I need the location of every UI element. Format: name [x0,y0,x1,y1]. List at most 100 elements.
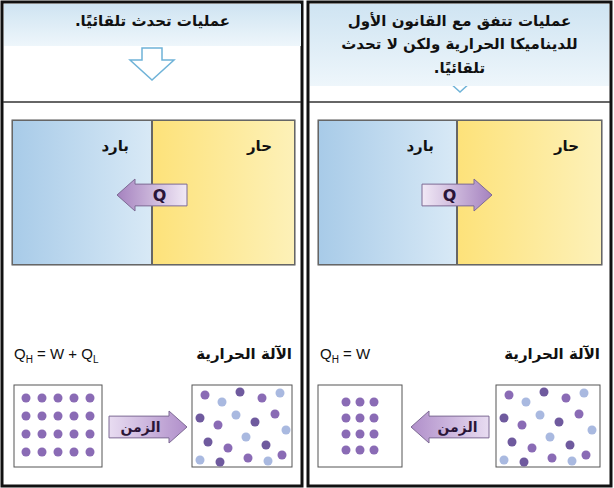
arrow-label: الزمن [120,419,160,435]
random-particle [562,394,571,403]
arrow-outline [411,411,489,443]
arrow-label: الزمن [437,419,477,435]
random-particle [276,389,285,398]
header-text: عمليات تحدث تلقائيًا. [12,10,293,33]
ordered-particle [370,398,379,407]
random-particle [196,456,205,465]
ordered-particle [22,412,31,421]
device-label: الآلة الحرارية [196,345,292,363]
random-particle [522,398,531,407]
random-particle [244,454,253,463]
particle-box [192,385,292,467]
arrow-label: Q [153,186,167,205]
random-particle [236,388,245,397]
random-particle [566,441,575,450]
particle-box [14,385,102,467]
ordered-particle [54,394,63,403]
arrow-outline [422,179,492,211]
ordered-particle [22,394,31,403]
flow-arrow: Q [421,178,493,212]
random-particle [500,456,509,465]
region-label: بارد [327,137,434,155]
ordered-particle [370,430,379,439]
region-label: حار [466,137,579,155]
down-chevron [130,48,174,80]
random-particle [505,391,514,400]
ordered-particle [70,412,79,421]
ordered-particle [22,448,31,457]
ordered-particle [86,412,95,421]
random-particle [278,451,287,460]
ordered-particle [54,448,63,457]
random-particle [536,411,545,420]
panel-frame [2,2,302,486]
ordered-particle [342,398,351,407]
divider-line [3,101,301,103]
particle-box [496,385,600,467]
ordered-particle [70,430,79,439]
random-particle [201,391,210,400]
ordered-particle [38,448,47,457]
flow-arrow: الزمن [108,410,188,444]
panel-frame [308,2,611,486]
ordered-particle [342,414,351,423]
block-arrow-shape [116,178,188,212]
region-label: حار [161,137,272,155]
ordered-particle [356,430,365,439]
random-particle [540,388,549,397]
random-particle [580,389,589,398]
header-band: عمليات تتفق مع القانون الأول للديناميكا … [310,4,609,86]
heat-box-frame [318,120,602,265]
random-particle [568,457,577,466]
ordered-particle [54,430,63,439]
ordered-particle [356,446,365,455]
block-arrow-shape [421,178,493,212]
random-particle [548,454,557,463]
heat-box-frame [12,120,295,265]
ordered-particle [370,446,379,455]
ordered-particle [342,430,351,439]
random-particle [242,433,251,442]
random-particle [216,458,225,467]
random-particle [271,410,280,419]
ordered-particle [86,448,95,457]
random-particle [546,433,555,442]
random-particle [500,414,509,423]
ordered-particle [342,446,351,455]
arrow-outline [109,411,187,443]
header-text: عمليات تتفق مع القانون الأول للديناميكا … [318,10,601,80]
region-label: بارد [21,137,129,155]
equation-text: QH = W [320,345,370,365]
ordered-particle [38,394,47,403]
device-label: الآلة الحرارية [504,345,600,363]
random-particle [518,421,527,430]
header-band: عمليات تحدث تلقائيًا. [4,4,301,46]
random-particle [251,418,260,427]
random-particle [582,451,591,460]
ordered-particle [356,398,365,407]
arrow-outline [117,179,187,211]
ordered-particle [38,412,47,421]
ordered-particle [22,430,31,439]
random-particle [575,410,584,419]
ordered-particle [70,448,79,457]
random-particle [528,444,537,453]
ordered-particle [54,412,63,421]
random-particle [218,398,227,407]
random-particle [508,438,517,447]
flow-arrow: Q [116,178,188,212]
random-particle [224,444,233,453]
random-particle [204,438,213,447]
particle-box [318,385,402,467]
ordered-particle [86,394,95,403]
random-particle [232,411,241,420]
ordered-particle [70,394,79,403]
random-particle [258,394,267,403]
equation-text: QH = W + QL [14,345,99,365]
arrow-label: Q [443,186,457,205]
random-particle [262,441,271,450]
random-particle [264,457,273,466]
random-particle [588,426,597,435]
ordered-particle [356,414,365,423]
random-particle [555,418,564,427]
